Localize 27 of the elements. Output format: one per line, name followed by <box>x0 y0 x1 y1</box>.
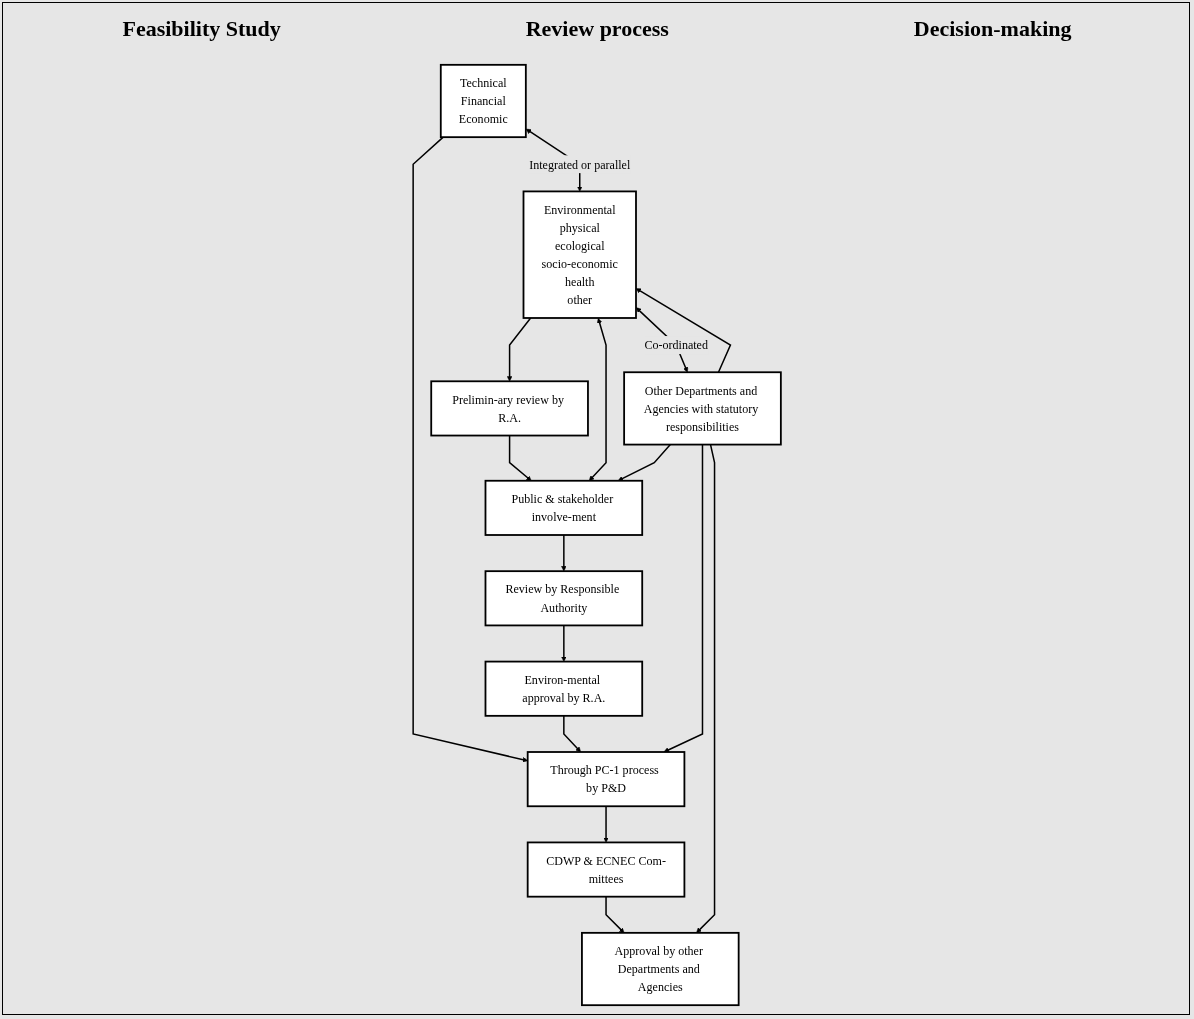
node-box: Technical Financial Economic <box>439 63 527 139</box>
arrow <box>663 443 704 753</box>
arrow <box>508 434 532 481</box>
arrow <box>561 534 567 572</box>
edge-label: Integrated or parallel <box>529 157 631 171</box>
edge-label: Co-ordinated <box>644 338 708 352</box>
arrow <box>412 136 528 763</box>
arrow <box>617 443 672 481</box>
node-box: Approval by other Departments and Agencies <box>581 931 740 1007</box>
node-box: Other Departments and Agencies with statutory responsibilities <box>623 371 782 446</box>
arrow <box>561 624 567 662</box>
arrow <box>588 318 607 481</box>
node-box: Environ-mental approval by R.A. <box>484 660 644 717</box>
column-heading: Decision-making <box>913 15 1072 43</box>
node-box: Public & stakeholder involve-ment <box>484 479 644 536</box>
node-box: CDWP & ECNEC Com-mittees <box>526 841 686 898</box>
arrow <box>506 317 532 382</box>
node-box: Through PC-1 process by P&D <box>526 751 686 808</box>
node-box: Environmental physical ecological socio-economic health other <box>522 190 637 319</box>
node-box: Review by Responsible Authority <box>484 570 644 627</box>
column-heading: Feasibility Study <box>122 15 281 43</box>
arrow <box>696 443 716 934</box>
arrow <box>605 895 625 934</box>
column-heading: Review process <box>525 15 669 43</box>
arrow <box>563 715 581 753</box>
node-box: Prelimin-ary review by R.A. <box>430 380 589 437</box>
arrow <box>603 805 609 843</box>
